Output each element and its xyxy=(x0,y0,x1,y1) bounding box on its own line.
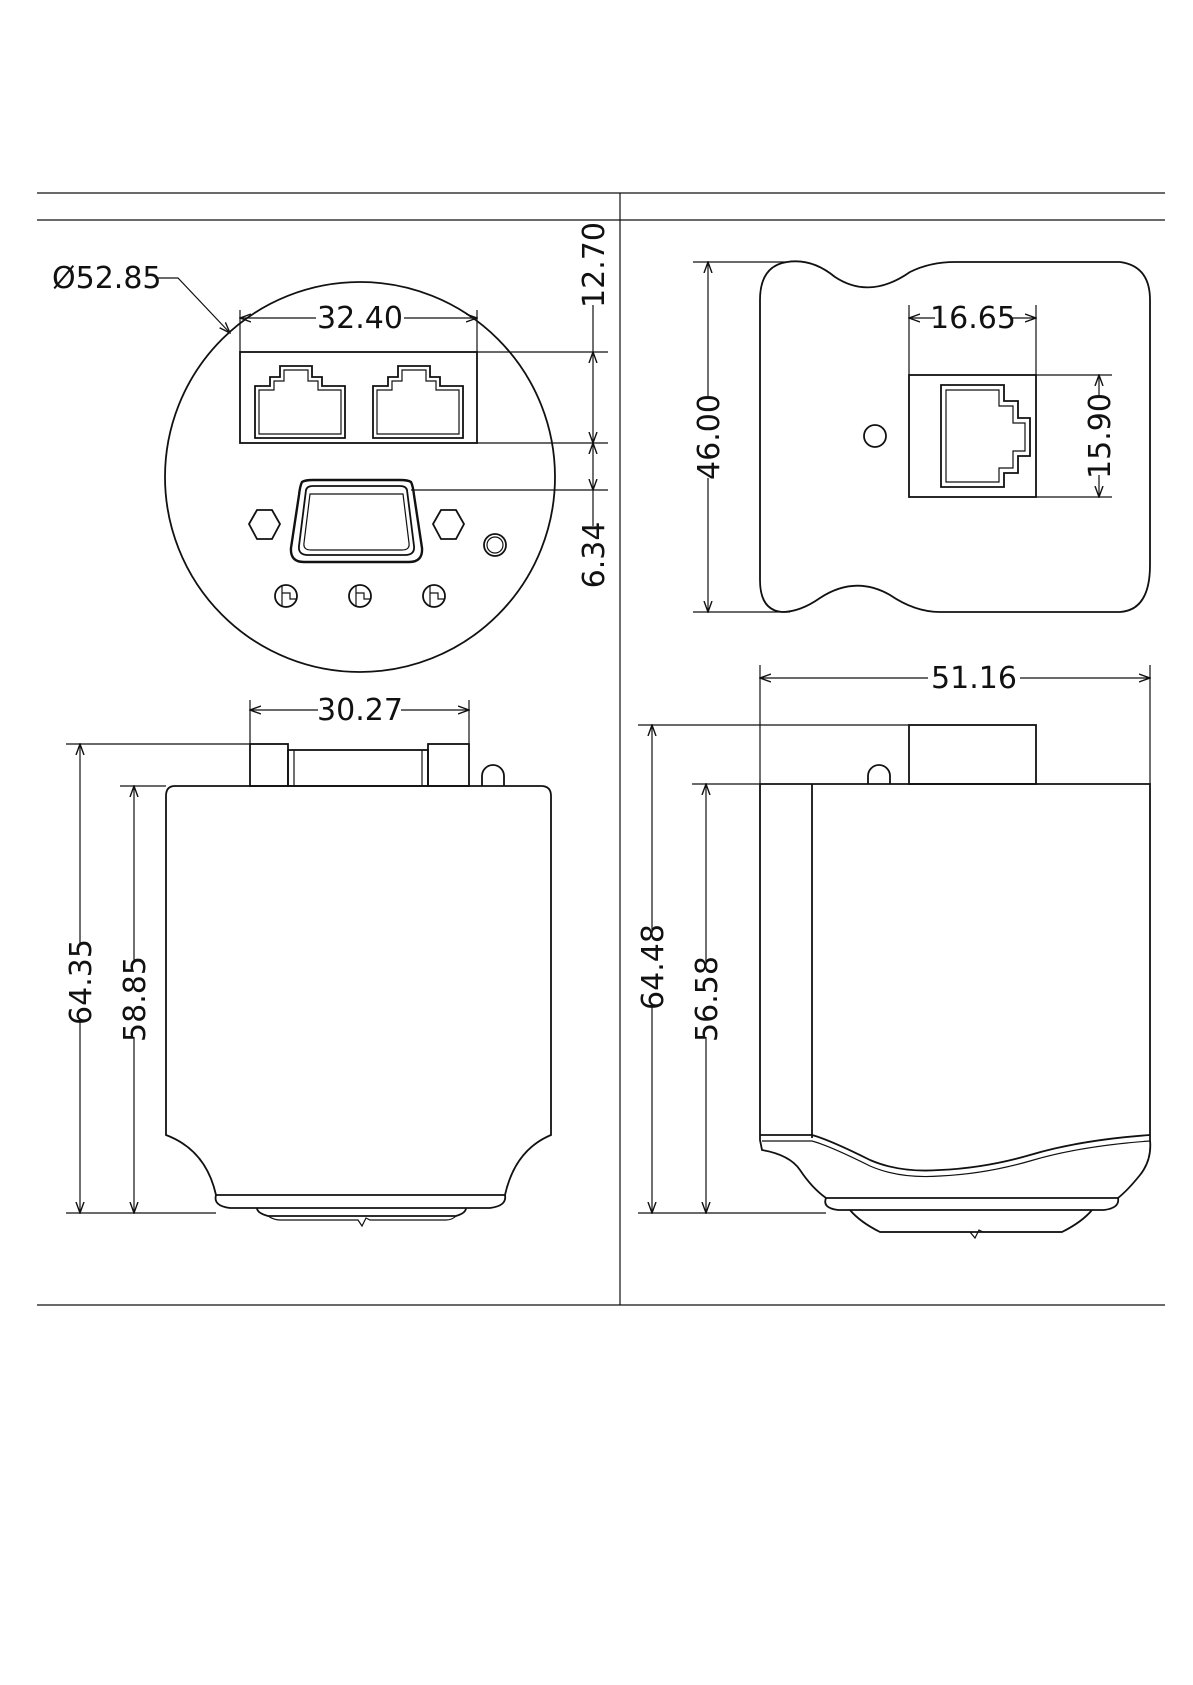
side-port-width-label: 16.65 xyxy=(930,301,1016,336)
connector-face-view: Ø52.85 32.40 12.70 6.34 xyxy=(52,222,612,672)
rj45-port-left xyxy=(255,366,345,438)
side-plan-view: 46.00 16.65 15.90 xyxy=(692,261,1150,612)
screw-left xyxy=(275,585,297,607)
front-nut-right xyxy=(428,744,469,786)
dsub-connector xyxy=(291,480,422,562)
rj45-width-label: 32.40 xyxy=(317,301,403,336)
front-base xyxy=(216,1195,506,1208)
drawing-frame xyxy=(37,193,1165,1305)
indicator-led xyxy=(484,534,506,556)
side-elevation-base xyxy=(825,1198,1118,1210)
screw-center xyxy=(349,585,371,607)
hex-nut-right xyxy=(433,510,464,539)
side-body-height-label: 56.58 xyxy=(690,956,725,1042)
front-dsub-body xyxy=(288,750,428,786)
front-total-height-label: 64.35 xyxy=(64,939,99,1025)
front-led xyxy=(482,765,504,786)
hex-nut-left xyxy=(249,510,280,539)
side-elevation-view: 51.16 64.48 56.58 xyxy=(636,661,1150,1238)
side-total-height-label: 64.48 xyxy=(636,924,671,1010)
side-elevation-body xyxy=(760,784,1150,1198)
side-port-frame xyxy=(909,375,1036,497)
rj45-height-label: 12.70 xyxy=(577,222,612,308)
side-connector-block xyxy=(909,725,1036,784)
side-width-label: 46.00 xyxy=(692,394,727,480)
side-plan-hole xyxy=(864,425,886,447)
rj45-pair-frame xyxy=(240,352,477,443)
front-width-label: 30.27 xyxy=(317,693,403,728)
side-port-height-label: 15.90 xyxy=(1083,393,1118,479)
diameter-label: Ø52.85 xyxy=(52,261,162,296)
screw-right xyxy=(423,585,445,607)
rj45-port-right xyxy=(373,366,463,438)
side-rj45-port xyxy=(941,385,1030,487)
side-overall-width-label: 51.16 xyxy=(931,661,1017,696)
front-elevation-view: 30.27 64.35 58.85 xyxy=(64,693,551,1226)
front-body xyxy=(166,786,551,1195)
side-elevation-led xyxy=(868,765,890,784)
dsub-offset-label: 6.34 xyxy=(577,522,612,589)
front-body-height-label: 58.85 xyxy=(118,956,153,1042)
housing-circle xyxy=(165,282,555,672)
front-nut-left xyxy=(250,744,288,786)
